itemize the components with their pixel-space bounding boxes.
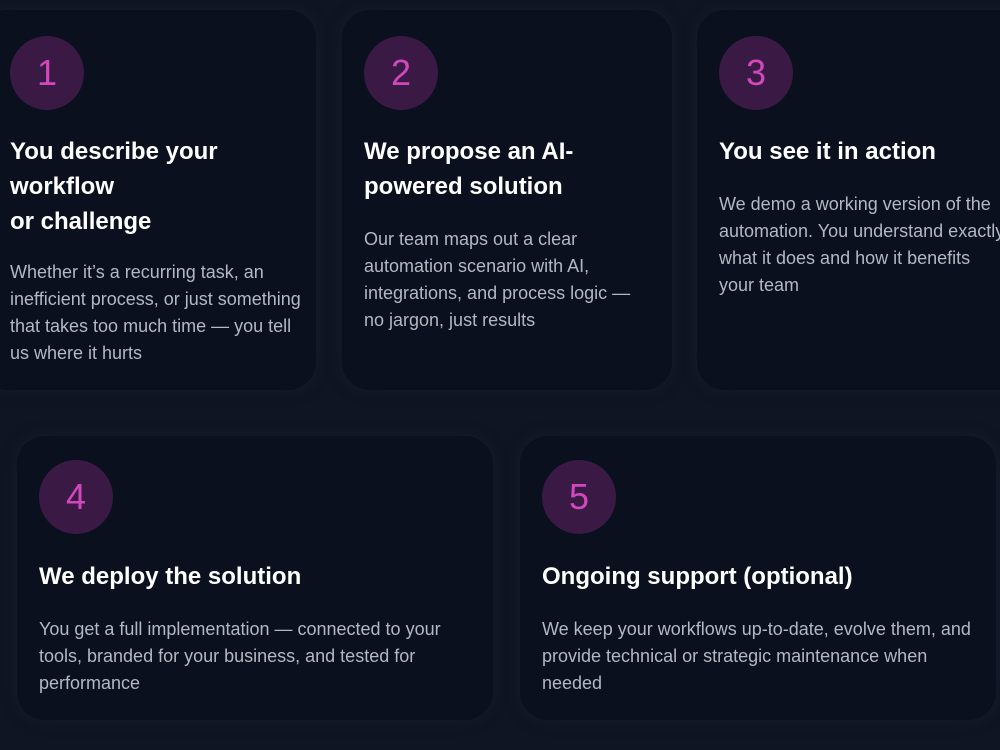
step-number-badge: 3 [719,36,793,110]
step-card-5: 5 Ongoing support (optional) We keep you… [520,436,996,720]
step-card-1: 1 You describe your workflow or challeng… [0,10,316,390]
step-number-badge: 4 [39,460,113,534]
step-number-badge: 1 [10,36,84,110]
step-description: Whether it’s a recurring task, an ineffi… [10,262,301,363]
step-description: Our team maps out a clear automation sce… [364,229,631,330]
step-title: You describe your workflow or challenge [10,138,218,235]
step-title: We propose an AI- powered solution [364,138,574,200]
step-title: Ongoing support (optional) [542,563,853,590]
step-number-badge: 2 [364,36,438,110]
step-description: You get a full implementation — connecte… [39,619,441,693]
step-number-badge: 5 [542,460,616,534]
step-card-4: 4 We deploy the solution You get a full … [17,436,493,720]
step-title: We deploy the solution [39,563,302,590]
step-card-3: 3 You see it in action We demo a working… [697,10,1000,390]
step-description: We demo a working version of the automat… [719,194,1000,295]
step-description: We keep your workflows up-to-date, evolv… [542,619,971,693]
step-title: You see it in action [719,138,936,165]
step-card-2: 2 We propose an AI- powered solution Our… [342,10,672,390]
